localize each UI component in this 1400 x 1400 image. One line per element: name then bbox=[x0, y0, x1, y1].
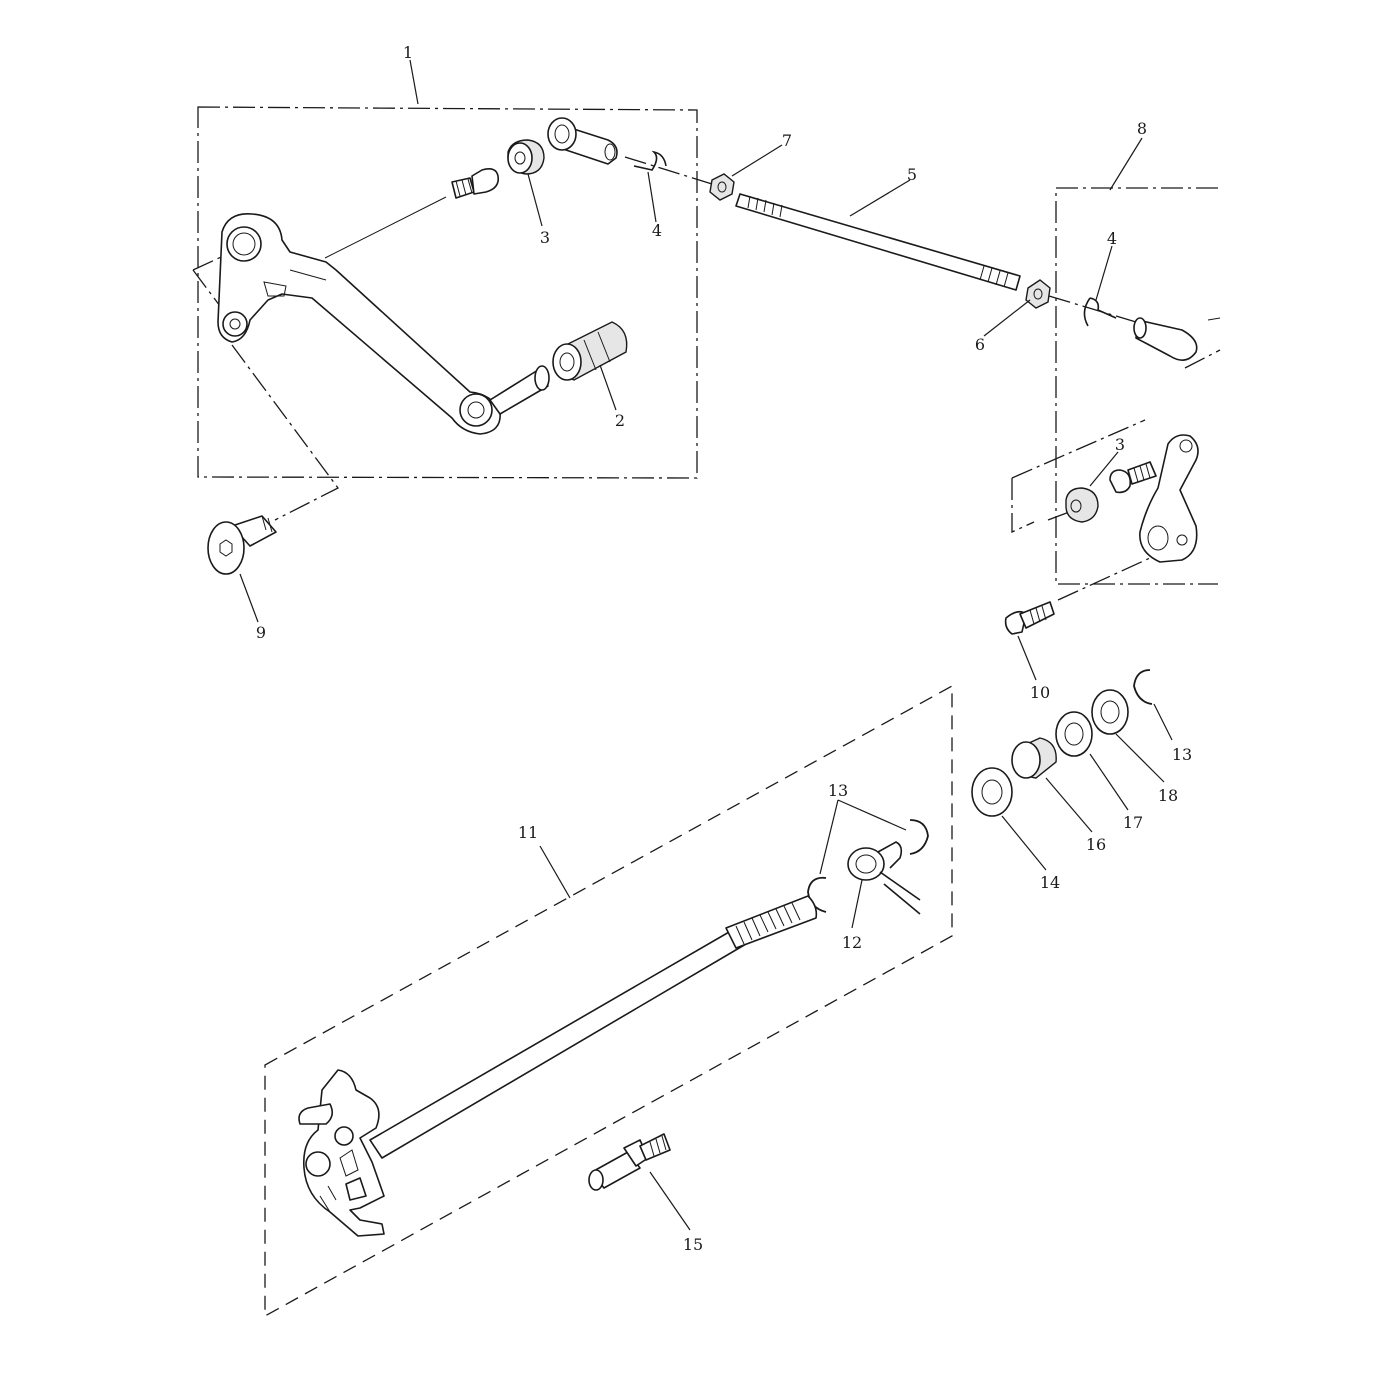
rod-end-ball bbox=[1133, 317, 1198, 361]
washer-18 bbox=[1091, 689, 1129, 735]
callout-13-box: 13 bbox=[828, 781, 848, 800]
callout-15: 15 bbox=[683, 1235, 703, 1254]
lock-nut-7 bbox=[709, 173, 735, 201]
washer-17 bbox=[1055, 711, 1093, 757]
circlip-13-lower bbox=[807, 876, 827, 913]
assembly-outline-8 bbox=[1055, 187, 1218, 585]
callout-3-upper: 3 bbox=[540, 228, 550, 247]
callout-7: 7 bbox=[782, 131, 792, 150]
rod-end-eye bbox=[547, 117, 618, 165]
washer-3-lower bbox=[1065, 487, 1099, 523]
callout-4-upper: 4 bbox=[652, 221, 662, 240]
stopper-pin-15 bbox=[588, 1133, 671, 1191]
bush-16 bbox=[1011, 737, 1057, 779]
gear-pedal-lever bbox=[217, 213, 501, 435]
return-spring-12 bbox=[847, 841, 921, 915]
washer-14 bbox=[971, 767, 1013, 817]
callout-12: 12 bbox=[842, 933, 862, 952]
callout-9: 9 bbox=[256, 623, 266, 642]
selector-shaft-11 bbox=[369, 895, 818, 1159]
spring-clip-4-upper bbox=[633, 150, 667, 171]
ball-stud-lower bbox=[1109, 461, 1157, 494]
assembly-outline-11 bbox=[264, 684, 953, 1318]
alignment-lines bbox=[192, 156, 1221, 601]
circlip-13-upper bbox=[909, 819, 929, 855]
callout-13-right: 13 bbox=[1172, 745, 1192, 764]
callout-10: 10 bbox=[1030, 683, 1050, 702]
pivot-bolt-9 bbox=[207, 515, 277, 575]
lock-nut-6 bbox=[1025, 279, 1051, 309]
callout-18: 18 bbox=[1158, 786, 1178, 805]
callout-16: 16 bbox=[1086, 835, 1106, 854]
linkage-rod-5 bbox=[735, 193, 1021, 291]
footrest-rubber-2 bbox=[552, 321, 628, 381]
leader-lines bbox=[239, 59, 1173, 1231]
spring-clip-4-lower bbox=[1083, 297, 1117, 327]
callout-4-lower: 4 bbox=[1107, 229, 1117, 248]
callout-labels: 1 2 3 4 7 5 8 4 6 3 9 10 13 18 17 16 14 … bbox=[256, 43, 1192, 1254]
callout-5: 5 bbox=[907, 165, 917, 184]
callout-11: 11 bbox=[518, 823, 538, 842]
assembly-outline-1 bbox=[197, 106, 698, 479]
callout-17: 17 bbox=[1123, 813, 1143, 832]
bolt-10 bbox=[1004, 601, 1055, 635]
callout-6: 6 bbox=[975, 335, 985, 354]
washer-3-upper bbox=[507, 139, 545, 175]
circlip-13-right bbox=[1133, 669, 1153, 705]
footrest-pin bbox=[489, 365, 550, 415]
callout-1: 1 bbox=[403, 43, 413, 62]
callout-2: 2 bbox=[615, 411, 625, 430]
ball-joint-stud bbox=[451, 168, 500, 199]
selector-arm bbox=[1139, 434, 1199, 563]
callout-3-lower: 3 bbox=[1115, 435, 1125, 454]
selector-claw-mechanism bbox=[298, 1069, 385, 1237]
callout-14: 14 bbox=[1040, 873, 1060, 892]
callout-8: 8 bbox=[1137, 119, 1147, 138]
